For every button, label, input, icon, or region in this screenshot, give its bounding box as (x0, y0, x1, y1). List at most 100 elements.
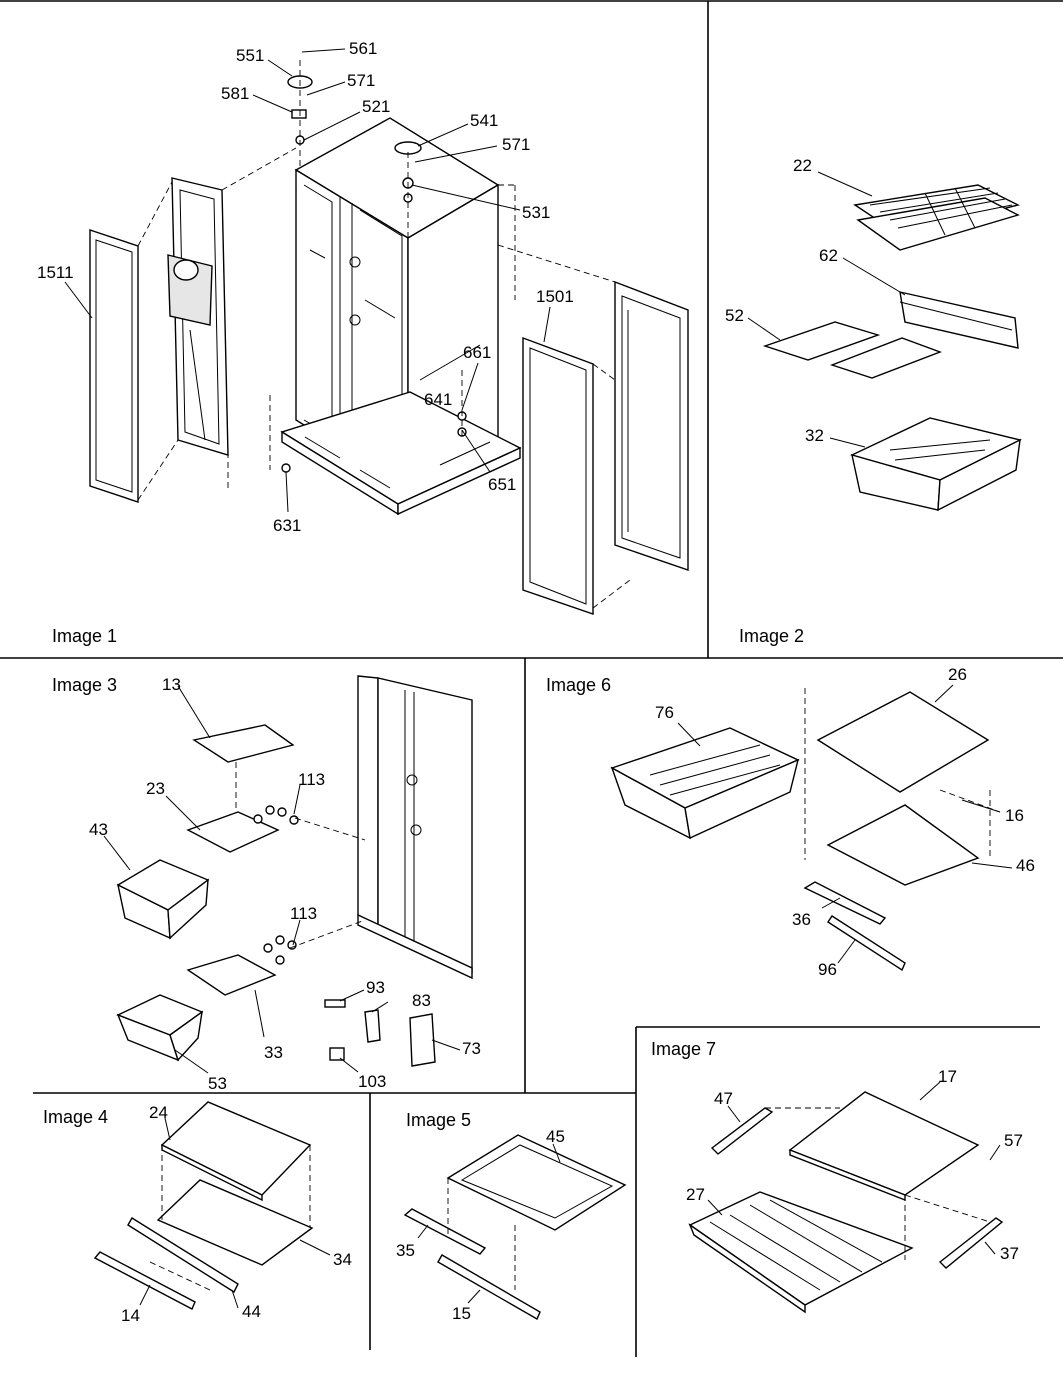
panel-label-image-7: Image 7 (651, 1039, 716, 1059)
callout-53: 53 (208, 1074, 227, 1093)
bin-43 (116, 859, 210, 940)
callout-83: 83 (412, 991, 431, 1010)
callout-16: 16 (1005, 806, 1024, 825)
image-5-drawing (403, 1134, 627, 1320)
bracket-47 (710, 1107, 774, 1155)
callout-17: 17 (938, 1067, 957, 1086)
shelf-frame-33 (186, 954, 277, 996)
callout-44: 44 (242, 1302, 261, 1321)
callout-113-lower: 113 (290, 904, 317, 923)
wire-basket-27 (688, 1191, 914, 1314)
callout-1511: 1511 (37, 263, 74, 282)
callout-1501: 1501 (536, 287, 574, 306)
image-4-drawing (93, 1101, 331, 1310)
shelf-46 (826, 804, 980, 886)
frame-34 (156, 1179, 314, 1266)
callout-96: 96 (818, 960, 837, 979)
freezer-door-gasket (89, 229, 139, 503)
trim-14 (93, 1251, 196, 1310)
callout-47: 47 (714, 1089, 733, 1108)
callout-23: 23 (146, 779, 165, 798)
bin-53 (116, 994, 204, 1062)
crisper-drawer (850, 417, 1023, 512)
trim-96 (827, 915, 906, 972)
image-7-drawing (688, 1081, 1004, 1314)
callout-26: 26 (948, 665, 967, 684)
image-3-drawing (103, 675, 473, 1074)
cover-24 (160, 1101, 312, 1196)
callout-571-lower: 571 (502, 135, 530, 154)
callout-561: 561 (349, 39, 377, 58)
trim-44 (127, 1217, 239, 1294)
callout-541: 541 (470, 111, 498, 130)
image-2-drawing (747, 171, 1023, 512)
callout-93: 93 (366, 978, 385, 997)
callout-651: 651 (488, 475, 516, 494)
panel-label-image-4: Image 4 (43, 1107, 108, 1127)
callout-35: 35 (396, 1241, 415, 1260)
fresh-food-door-gasket (522, 336, 594, 615)
callout-531: 531 (522, 203, 550, 222)
trim-15 (437, 1254, 541, 1320)
callout-13: 13 (162, 675, 181, 694)
freezer-door (167, 177, 229, 456)
callout-34: 34 (333, 1250, 352, 1269)
bracket-37 (938, 1217, 1004, 1269)
callout-32: 32 (805, 426, 824, 445)
callout-631: 631 (273, 516, 301, 535)
trim-35 (403, 1208, 487, 1255)
callout-24: 24 (149, 1103, 168, 1122)
callout-571-upper: 571 (347, 71, 375, 90)
shelf-26 (816, 691, 990, 793)
callout-57: 57 (1004, 1131, 1023, 1150)
callout-43: 43 (89, 820, 108, 839)
callout-22: 22 (793, 156, 812, 175)
image-7-callouts: 17 47 57 27 37 (686, 1067, 1023, 1263)
shelf-frame-23 (186, 811, 280, 853)
image-1-callouts: 561 551 571 581 521 541 571 531 1511 150… (37, 39, 574, 535)
panel-label-image-2: Image 2 (739, 626, 804, 646)
drawer-76 (610, 727, 800, 840)
shelf-13 (192, 724, 295, 763)
shelf-inserts (762, 321, 942, 379)
callout-62: 62 (819, 246, 838, 265)
callout-521: 521 (362, 97, 390, 116)
callout-76: 76 (655, 703, 674, 722)
image-5-callouts: 45 35 15 (396, 1127, 565, 1323)
callout-33: 33 (264, 1043, 283, 1062)
image-3-callouts: 13 23 113 43 113 93 83 73 33 53 103 (89, 675, 481, 1093)
callout-27: 27 (686, 1185, 705, 1204)
callout-581: 581 (221, 84, 249, 103)
callout-52: 52 (725, 306, 744, 325)
callout-641: 641 (424, 390, 452, 409)
cabinet-liner (357, 675, 473, 980)
trim-36 (803, 881, 887, 925)
refrigerator-cabinet (280, 117, 522, 516)
image-6-drawing (610, 684, 1013, 972)
callout-113-upper: 113 (298, 770, 325, 789)
callout-46: 46 (1016, 856, 1035, 875)
image-6-callouts: 76 26 16 46 36 96 (655, 665, 1035, 979)
panel-label-image-5: Image 5 (406, 1110, 471, 1130)
callout-37: 37 (1000, 1244, 1019, 1263)
callout-14: 14 (121, 1306, 140, 1325)
panel-label-image-6: Image 6 (546, 675, 611, 695)
callout-661: 661 (463, 343, 491, 362)
callout-551: 551 (236, 46, 264, 65)
panel-label-image-1: Image 1 (52, 626, 117, 646)
shelf-17 (788, 1091, 980, 1196)
shelf-45 (446, 1134, 627, 1231)
image-1-drawing (64, 48, 689, 615)
crisper-cover-frame (899, 291, 1019, 349)
callout-103: 103 (358, 1072, 386, 1091)
wire-rack (853, 184, 1020, 251)
image-4-callouts: 24 34 44 14 (121, 1103, 352, 1325)
panel-label-image-3: Image 3 (52, 675, 117, 695)
fresh-food-door (614, 280, 689, 571)
callout-45: 45 (546, 1127, 565, 1146)
callout-15: 15 (452, 1304, 471, 1323)
image-2-callouts: 22 62 52 32 (725, 156, 838, 445)
callout-73: 73 (462, 1039, 481, 1058)
